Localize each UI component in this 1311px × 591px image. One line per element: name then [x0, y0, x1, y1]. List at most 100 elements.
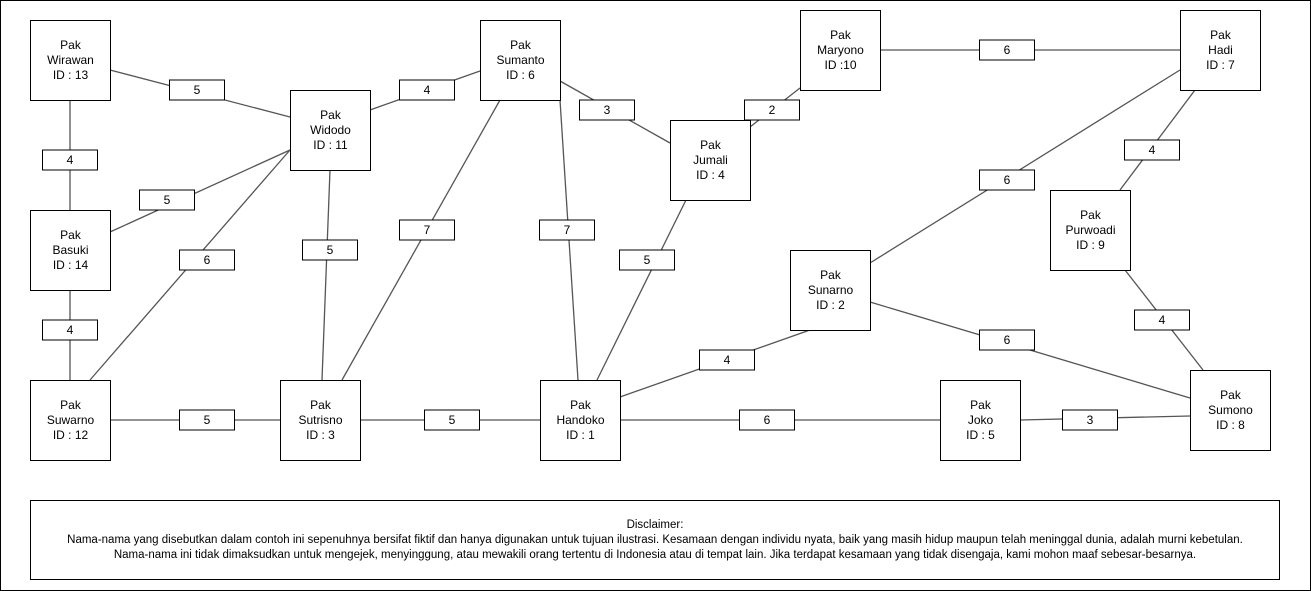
edge-weight-box — [579, 99, 635, 121]
edge-weight-label: 6 — [204, 253, 211, 267]
disclaimer-title: Disclaimer: — [626, 518, 684, 531]
edge-weight-box — [979, 39, 1035, 61]
edge-weight-n5-n8: 3 — [1062, 409, 1118, 431]
node-label-line: Pak — [310, 398, 332, 412]
node-label-line: Pak — [820, 268, 842, 282]
node-box — [30, 210, 111, 291]
edge-weight-box — [179, 249, 235, 271]
node-box — [290, 90, 371, 171]
node-label-line: ID : 5 — [966, 428, 995, 442]
edge-weight-n9-n8: 4 — [1134, 309, 1190, 331]
node-label-line: Pak — [830, 28, 852, 42]
edge-weight-box — [42, 149, 98, 171]
node-label-line: Joko — [968, 413, 994, 427]
node-label-line: Pak — [970, 398, 992, 412]
edge-weight-label: 4 — [1149, 143, 1156, 157]
node-label-line: Pak — [1220, 388, 1242, 402]
edge-weight-box — [744, 99, 800, 121]
node-label-line: Sumono — [1208, 403, 1253, 417]
disclaimer-line-2: Nama-nama ini tidak dimaksudkan untuk me… — [113, 548, 1197, 561]
node-label-line: Pak — [320, 108, 342, 122]
edge-weight-box — [169, 79, 225, 101]
node-label-line: Handoko — [556, 413, 604, 427]
disclaimer-line-1: Nama-nama yang disebutkan dalam contoh i… — [67, 533, 1243, 546]
edge-weight-box — [619, 249, 675, 271]
edge-weight-n6-n4: 3 — [579, 99, 635, 121]
edge-weight-n10-n4: 2 — [744, 99, 800, 121]
node-label-line: ID : 4 — [696, 168, 725, 182]
edge-weight-label: 7 — [424, 223, 431, 237]
node-label-line: ID : 3 — [306, 428, 335, 442]
edge-weight-label: 4 — [424, 83, 431, 97]
node-label-line: ID : 1 — [566, 428, 595, 442]
node-label-line: Purwoadi — [1065, 223, 1115, 237]
edge-weight-n2-n1: 4 — [699, 349, 755, 371]
edge-weight-n11-n14: 5 — [139, 189, 195, 211]
edge-weight-n10-n7: 6 — [979, 39, 1035, 61]
node-label-line: ID : 14 — [53, 258, 89, 272]
node-box — [1190, 370, 1271, 451]
edge-weight-label: 4 — [67, 323, 74, 337]
edge-weight-label: 6 — [764, 413, 771, 427]
node-label-line: Pak — [510, 38, 532, 52]
edge-weight-label: 3 — [1087, 413, 1094, 427]
edge-weight-label: 6 — [1004, 173, 1011, 187]
edge-weight-box — [179, 409, 235, 431]
edge-weight-box — [739, 409, 795, 431]
edge-weight-label: 6 — [1004, 43, 1011, 57]
edge-weight-box — [1134, 309, 1190, 331]
edge-weight-label: 5 — [327, 243, 334, 257]
edge-weight-label: 5 — [449, 413, 456, 427]
edges-layer — [69, 49, 1204, 421]
edge-weight-label: 3 — [604, 103, 611, 117]
edge-weight-label: 5 — [644, 253, 651, 267]
edge-n11-n3 — [321, 169, 331, 381]
edge-weight-n6-n3: 7 — [399, 219, 455, 241]
edge-weight-label: 5 — [204, 413, 211, 427]
edge-weight-label: 4 — [67, 153, 74, 167]
edge-weight-n7-n2: 6 — [979, 169, 1035, 191]
disclaimer-box: Disclaimer: Nama-nama yang disebutkan da… — [30, 500, 1280, 580]
node-box — [1050, 190, 1131, 271]
node-box — [30, 20, 111, 101]
node-label-line: Sutrisno — [298, 413, 342, 427]
node-box — [540, 380, 621, 461]
node-label-line: Widodo — [310, 123, 351, 137]
edge-weight-box — [979, 169, 1035, 191]
node-label-line: Hadi — [1208, 43, 1233, 57]
edge-n11-n14 — [109, 149, 291, 233]
edge-weight-label: 4 — [724, 353, 731, 367]
node-label-line: Sumanto — [496, 53, 544, 67]
edge-weight-n6-n1: 7 — [539, 219, 595, 241]
edge-weight-label: 2 — [769, 103, 776, 117]
node-label-line: ID : 2 — [816, 298, 845, 312]
edge-weight-n11-n12: 6 — [179, 249, 235, 271]
edge-weight-box — [1124, 139, 1180, 161]
edge-weight-label: 6 — [1004, 333, 1011, 347]
node-label-line: ID : 8 — [1216, 418, 1245, 432]
edge-weight-label: 4 — [1159, 313, 1166, 327]
node-label-line: Pak — [570, 398, 592, 412]
edge-weight-box — [399, 79, 455, 101]
node-box — [670, 120, 751, 201]
node-label-line: Pak — [60, 228, 82, 242]
node-label-line: ID : 7 — [1206, 58, 1235, 72]
node-box — [30, 380, 111, 461]
edge-weight-box — [699, 349, 755, 371]
edge-weight-n3-n1: 5 — [424, 409, 480, 431]
node-label-line: ID : 9 — [1076, 238, 1105, 252]
edge-weight-n13-n14: 4 — [42, 149, 98, 171]
node-label-line: Sunarno — [808, 283, 854, 297]
edge-weight-n11-n3: 5 — [302, 239, 358, 261]
edge-weight-box — [302, 239, 358, 261]
node-label-line: ID : 12 — [53, 428, 89, 442]
